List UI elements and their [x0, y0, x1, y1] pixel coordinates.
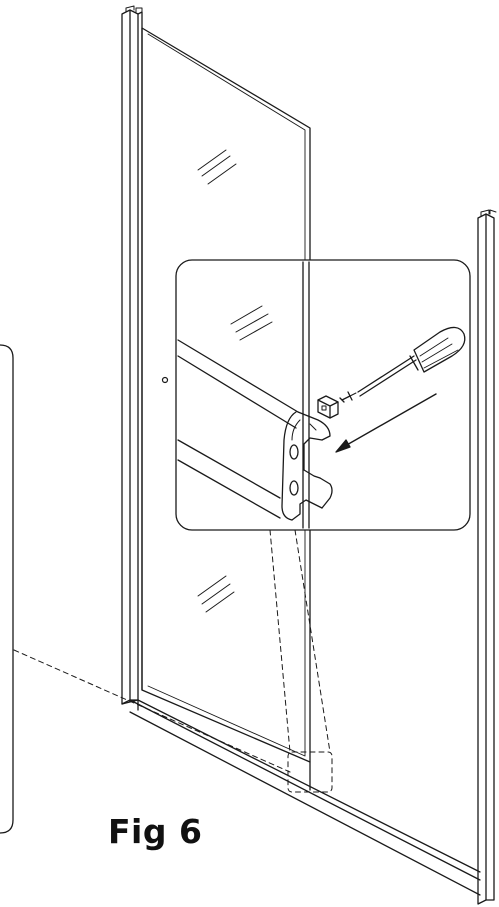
wall-profile-right	[477, 209, 497, 905]
door-handle-hole	[161, 376, 169, 384]
bottom-track	[129, 699, 481, 896]
screw	[339, 391, 357, 403]
end-cap-block	[317, 395, 339, 419]
wall-edge-bracket	[0, 344, 14, 834]
figure-label: Fig 6	[108, 812, 203, 851]
wall-profile-left	[121, 5, 143, 705]
insertion-arrow	[335, 393, 437, 453]
detail-callout	[175, 259, 471, 531]
bottom-rail-profile	[177, 339, 333, 521]
screwdriver	[357, 326, 466, 397]
dashed-guides	[13, 529, 333, 793]
